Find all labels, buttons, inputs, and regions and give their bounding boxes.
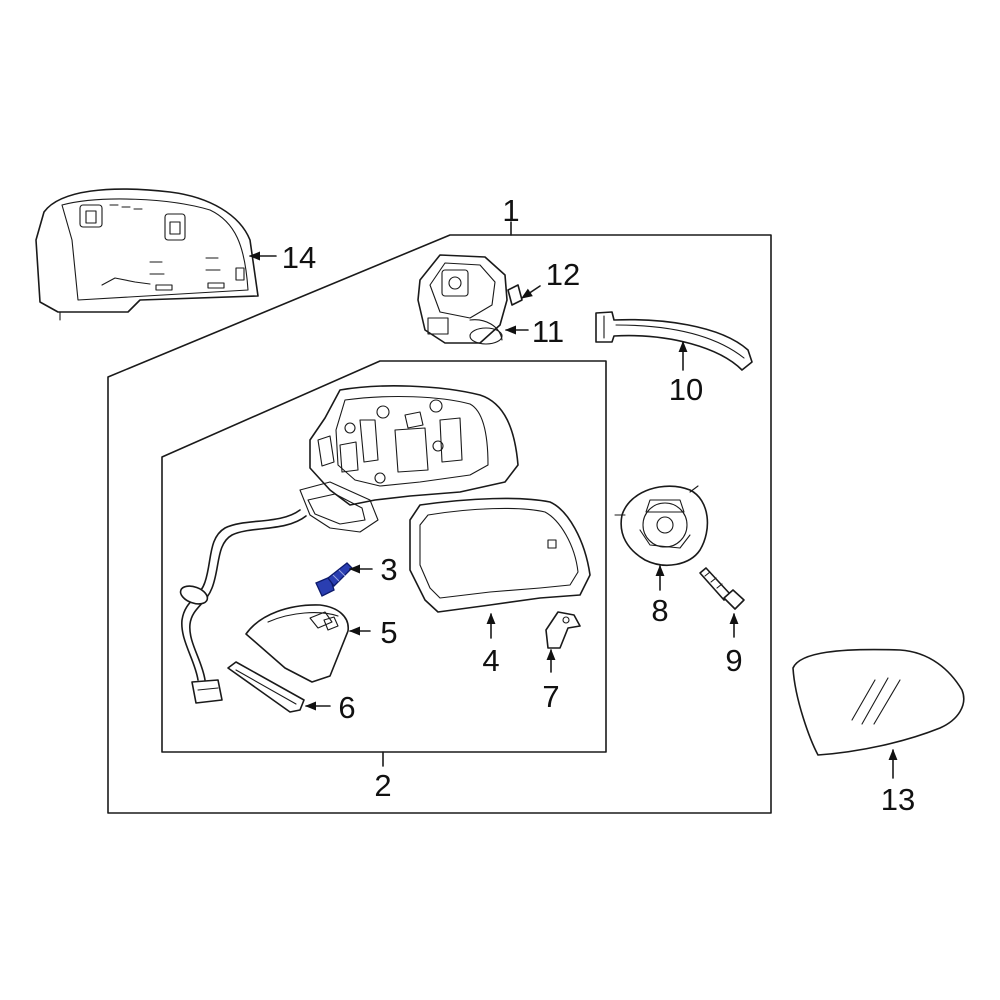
motor-unit-part-11 [417, 254, 508, 345]
leader-12 [521, 285, 541, 299]
assembly-2-boundary [161, 360, 607, 753]
mirror-cover-part-14 [35, 188, 259, 321]
assembly-1-boundary [107, 234, 772, 814]
callout-7: 7 [542, 679, 559, 714]
callout-10: 10 [669, 372, 703, 407]
callout-6: 6 [338, 690, 355, 725]
lens-part-6 [227, 661, 305, 713]
glass-frame-part-4 [409, 497, 591, 613]
actuator-plate-part-8 [614, 485, 709, 566]
callout-1: 1 [502, 193, 519, 228]
callout-3: 3 [380, 552, 397, 587]
clip-part-12 [507, 284, 523, 306]
callout-5: 5 [380, 615, 397, 650]
bolt-part-3 [315, 562, 353, 597]
lamp-housing-part-5 [245, 604, 349, 683]
callout-2: 2 [374, 768, 391, 803]
clip-part-7 [545, 611, 581, 649]
turn-signal-strip-part-10 [595, 311, 753, 371]
callout-13: 13 [881, 782, 915, 817]
mirror-glass-part-13 [792, 648, 965, 756]
screw-part-9 [699, 567, 745, 610]
callout-4: 4 [482, 643, 499, 678]
mirror-housing [299, 385, 519, 533]
callout-8: 8 [651, 593, 668, 628]
callout-11: 11 [532, 314, 564, 349]
callout-9: 9 [725, 643, 742, 678]
callout-12: 12 [546, 257, 580, 292]
wire-harness [179, 509, 307, 704]
callout-14: 14 [282, 240, 316, 275]
